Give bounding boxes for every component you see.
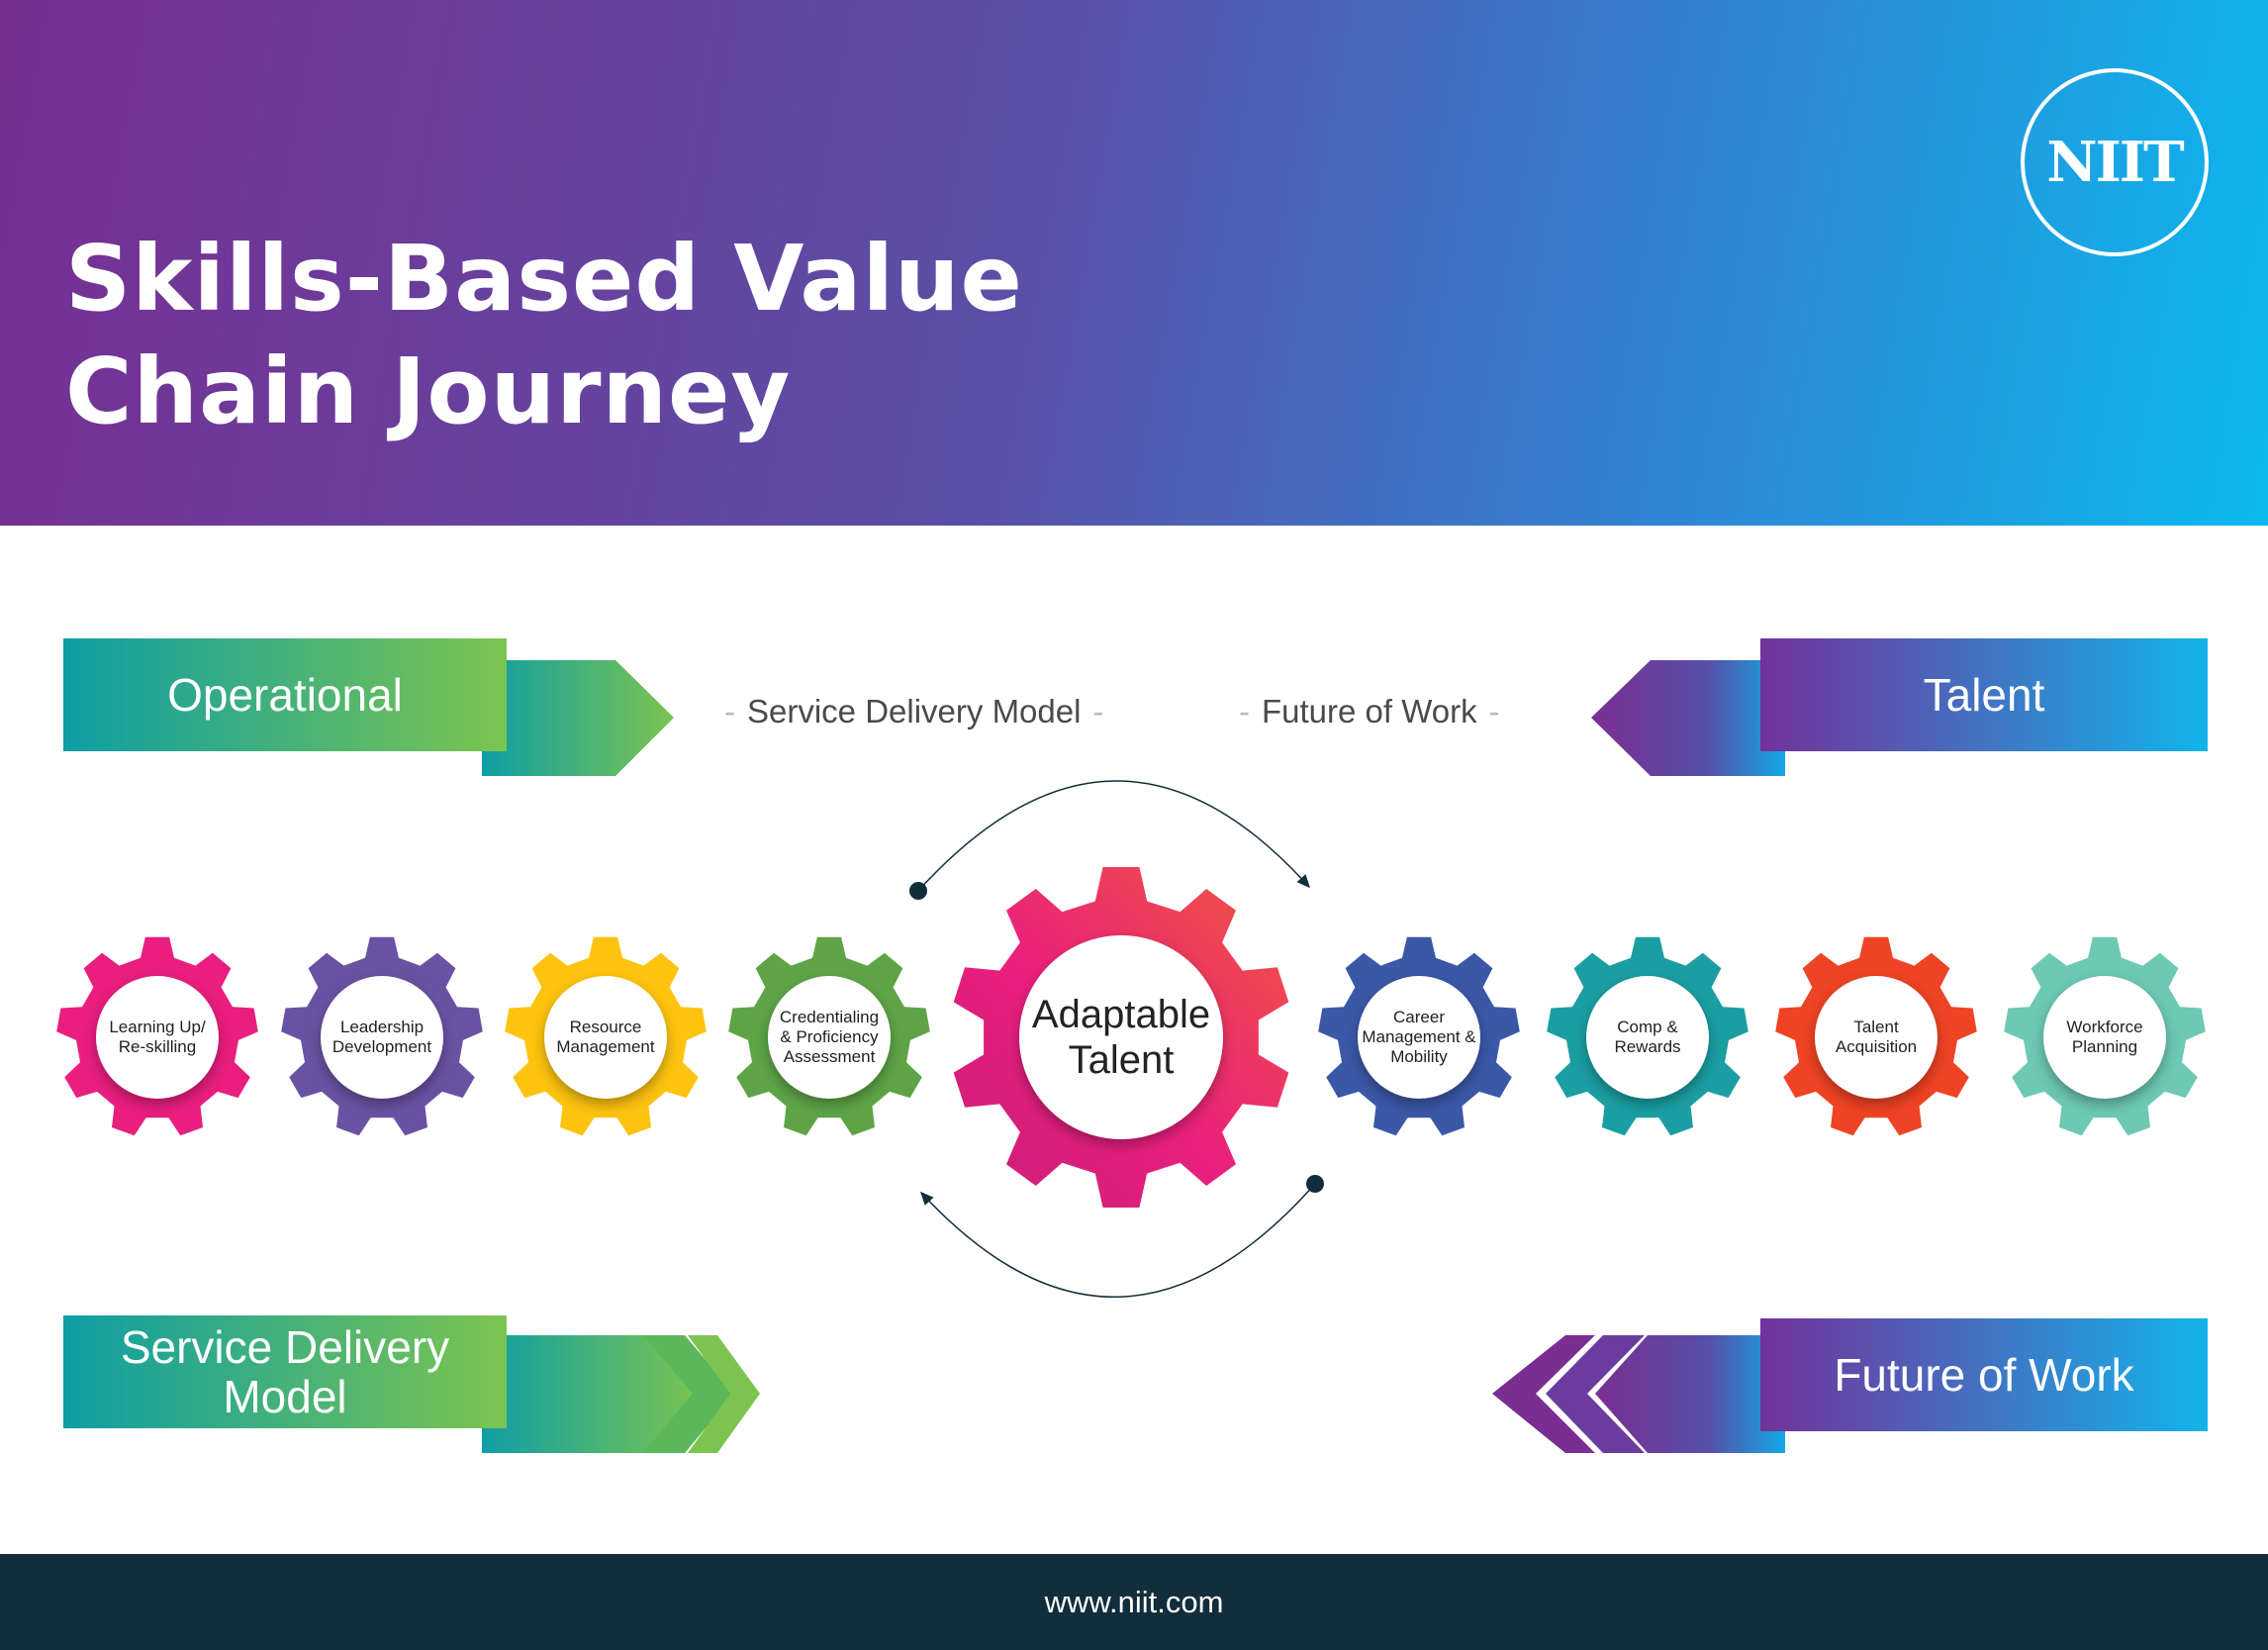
banner-arrows — [482, 660, 1785, 1453]
gear-inner-circle — [768, 976, 891, 1099]
chevron — [643, 1335, 734, 1453]
gear-inner-circle — [1586, 976, 1709, 1099]
cycle-dot — [1306, 1175, 1324, 1193]
niit-logo: NIIT — [2021, 68, 2209, 256]
gear-label: Learning Up/ Re-skilling — [109, 1018, 206, 1056]
connector-label-future-of-work: Future of Work — [1227, 693, 1512, 730]
gear-inner-circle — [544, 976, 667, 1099]
future-of-work-arrow-tail — [1595, 1335, 1785, 1453]
talent-arrow-tail — [1591, 660, 1785, 776]
chevron — [1546, 1335, 1645, 1453]
gear-label: Career Management & Mobility — [1362, 1008, 1476, 1066]
footer-url[interactable]: www.niit.com — [1044, 1584, 1224, 1619]
service-delivery-banner: Service Delivery Model — [63, 1315, 507, 1428]
talent-banner: Talent — [1760, 638, 2208, 751]
chevron — [688, 1335, 760, 1453]
service-delivery-arrow-tail — [482, 1335, 703, 1453]
gear-label: Credentialing & Proficiency Assessment — [779, 1008, 880, 1066]
title-line-1: Skills-Based Value — [65, 226, 1023, 332]
chevron — [1492, 1335, 1595, 1453]
gear-label: Talent Acquisition — [1835, 1018, 1918, 1056]
center-gear-label: Adaptable Talent — [1031, 993, 1211, 1082]
connector-label-service-delivery: Service Delivery Model — [712, 693, 1115, 730]
gear-inner-circle — [321, 976, 443, 1099]
gear-label: Workforce Planning — [2066, 1018, 2143, 1056]
future-of-work-banner: Future of Work — [1760, 1318, 2208, 1431]
gear-inner-circle — [1815, 976, 1937, 1099]
gear-inner-circle — [2043, 976, 2166, 1099]
gear-inner-circle — [1358, 976, 1480, 1099]
cycle-dot — [909, 882, 927, 900]
gear-label: Resource Management — [556, 1018, 655, 1056]
cycle-arrow-top — [917, 780, 1311, 892]
header-banner: Skills-Based Value Chain Journey NIIT — [0, 0, 2268, 526]
footer: www.niit.com — [0, 1554, 2268, 1650]
operational-arrow-tail — [482, 660, 674, 776]
title-line-2: Chain Journey — [65, 339, 792, 444]
gear-diagram — [56, 780, 2206, 1298]
gear-label: Comp & Rewards — [1614, 1018, 1681, 1056]
cycle-arrow-bottom — [919, 1183, 1316, 1298]
gear-label: Leadership Development — [331, 1018, 432, 1056]
gear-inner-circle — [1019, 935, 1223, 1139]
gear-inner-circle — [96, 976, 219, 1099]
page-title: Skills-Based Value Chain Journey — [65, 223, 1023, 448]
operational-banner: Operational — [63, 638, 507, 751]
